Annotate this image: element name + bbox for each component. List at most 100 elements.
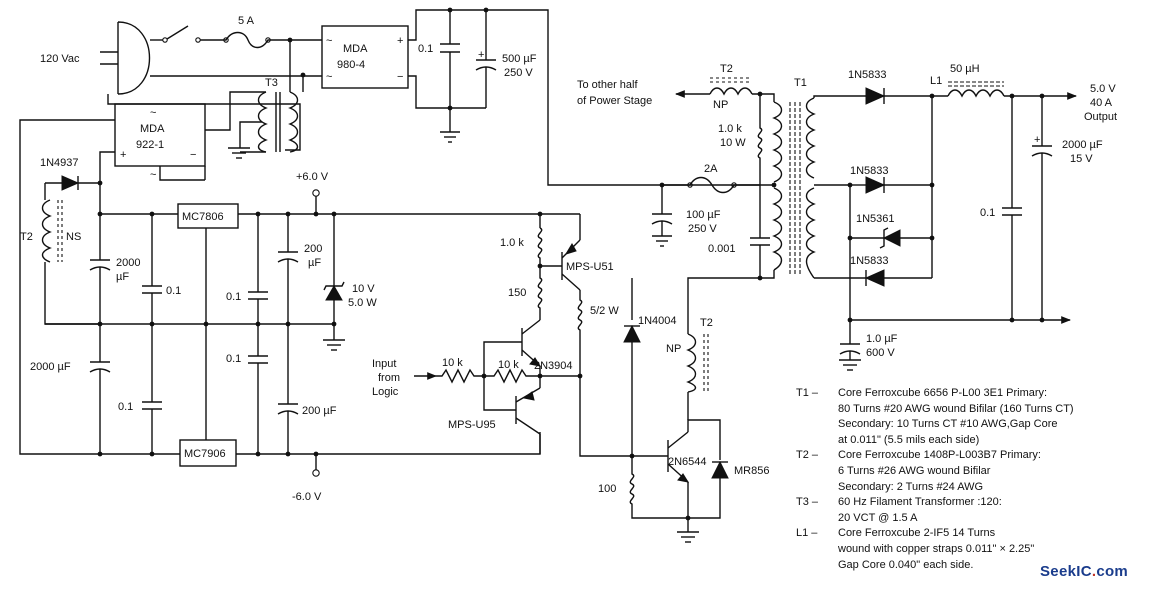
component-notes: T1 –Core Ferroxcube 6656 P-L00 3E1 Prima… [796,386,1162,573]
bridge-mda-980-4-name: MDA [343,43,368,55]
t2-np-top-name: T2 [720,63,733,75]
svg-text:~: ~ [150,169,156,181]
note-line: Secondary: 10 Turns CT #10 AWG,Gap Core [838,418,1058,431]
cap-0-1-pos-b-label: 0.1 [226,291,241,303]
switch-contact-b [195,37,201,43]
svg-text:~: ~ [326,71,332,83]
cap-200uf-a-value: 200 [304,243,322,255]
resistor-5-2w-label: 5/2 W [590,305,619,317]
fuse-2a-label: 2A [704,163,718,175]
t2-np-lower-winding [686,333,697,393]
cap-200uf-a [277,214,299,324]
cap-0-1-output [1002,96,1022,320]
svg-text:−: − [397,71,403,83]
t2-ns-winding-label: NS [66,231,81,243]
t2-ns-name: T2 [20,231,33,243]
inductor-l1 [947,89,1005,98]
resistor-100-label: 100 [598,483,616,495]
cap-0-1-neg-b [248,324,268,454]
power-switch [166,25,189,40]
cap-0-1-neg-a [142,324,162,454]
output-voltage-label: 5.0 V [1090,83,1116,95]
svg-text:−: − [190,149,196,161]
note-key: L1 – [796,527,818,540]
fuse-2a [662,176,774,194]
bridge-mda-922-1-number: 922-1 [136,139,164,151]
ground-driver [677,531,699,543]
note-key: T1 – [796,387,819,399]
cap-2000uf-b [89,324,111,454]
regulator-mc7806 [177,203,239,229]
note-entry: T1 –Core Ferroxcube 6656 P-L00 3E1 Prima… [796,386,1162,448]
regulator-mc7806-label: MC7806 [182,211,224,223]
diode-1n5833-b [865,176,886,194]
zener-10v [323,214,345,340]
resistor-1k-driver [537,227,543,266]
cap-0-1-pos-b [248,214,268,324]
cap-2000uf-a-value: 2000 [116,257,140,269]
t1-primary-upper [772,101,783,183]
ground-zener [323,339,345,351]
cap-100uf [651,185,673,247]
fuse-5a [200,31,322,49]
plus6v-label: +6.0 V [296,171,329,183]
svg-text:~: ~ [150,107,156,119]
svg-text:+: + [120,149,126,161]
note-line: Secondary: 2 Turns #24 AWG [838,480,984,493]
zener-voltage-label: 10 V [352,283,375,295]
svg-text:+: + [478,49,484,61]
diode-1n4004-label: 1N4004 [638,315,677,327]
diode-1n5833-c [864,269,885,287]
t2-ns-winding [41,199,52,263]
cap-2000uf-b-label: 2000 µF [30,361,71,373]
note-line: 6 Turns #26 AWG wound Bifilar [838,464,991,477]
cap-1uf-value: 1.0 µF [866,333,898,345]
note-key: T2 – [796,449,819,462]
cap-2000uf-output-rating: 15 V [1070,153,1093,165]
zener-power-label: 5.0 W [348,297,377,309]
transistor-2n3904-label: 2N3904 [534,360,573,372]
note-line: 80 Turns #20 AWG wound Bifilar (160 Turn… [838,402,1074,415]
note-entry: T2 – Core Ferroxcube 1408P-L003B7 Primary… [796,448,1162,495]
ground-t3 [228,147,250,159]
cap-0-1-bridge [440,10,460,108]
diode-mr856-label: MR856 [734,465,769,477]
note-line: 20 VCT @ 1.5 A [838,511,918,524]
cap-2000uf-output: + [1031,96,1053,320]
t1-label: T1 [794,77,807,89]
note-line: at 0.011" (5.5 mils each side) [838,433,980,446]
cap-2000uf-a [89,214,111,324]
cap-200uf-b-label: 200 µF [302,405,337,417]
zener-1n5361 [879,227,901,249]
watermark-separator: . [1091,563,1097,580]
zener-1n5361-label: 1N5361 [856,213,895,225]
diode-1n5833-b-label: 1N5833 [850,165,889,177]
cap-0-1-bridge-label: 0.1 [418,43,433,55]
input-label-2: from [378,372,400,384]
svg-text:+: + [1034,134,1040,146]
cap-0-1-output-label: 0.1 [980,207,995,219]
t1-secondary-lower [805,187,816,279]
terminal-minus6v [312,469,320,477]
resistor-10k-input [436,368,484,384]
diode-1n5833-c-label: 1N5833 [850,255,889,267]
watermark-tld: com [1096,563,1129,580]
output-label: Output [1084,111,1117,123]
ac-plug [100,21,151,95]
fuse-5a-label: 5 A [238,15,255,27]
t1-secondary-upper [805,97,816,179]
resistor-1k-snubber-power: 10 W [720,137,746,149]
diode-1n4004 [623,324,641,343]
note-line: Core Ferroxcube 1408P-L003B7 Primary: [838,449,1041,462]
cap-200uf-a-unit: µF [308,257,321,269]
t3-label: T3 [265,77,278,89]
transistor-2n6544-label: 2N6544 [668,456,707,468]
bridge-mda-980-4-number: 980-4 [337,59,365,71]
note-key: T3 – [796,496,819,509]
t3-primary [288,91,299,153]
resistor-1k-snubber-value: 1.0 k [718,123,742,135]
switch-contact-a [162,37,168,43]
ground-bridge [440,131,460,143]
regulator-mc7906-label: MC7906 [184,448,226,460]
